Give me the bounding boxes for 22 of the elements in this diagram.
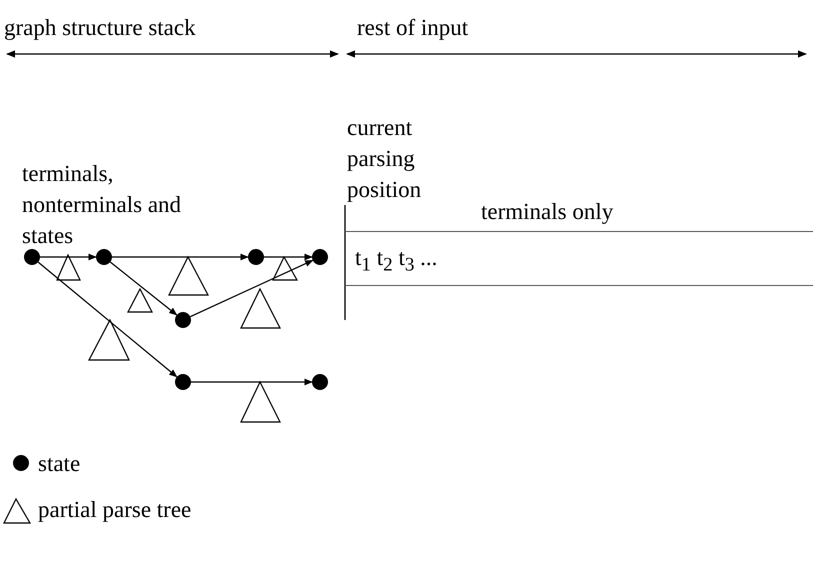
position-label: current parsing position [347,114,422,204]
state-dot [248,249,264,265]
state-dot [312,374,328,390]
section-label: graph structure stack [4,14,196,42]
arrow [264,254,313,260]
arrow [40,254,97,260]
arrow [110,262,178,316]
legend-text: partial parse tree [38,496,192,524]
arrow [38,262,178,378]
state-dot [312,249,328,265]
state-dot [96,249,112,265]
arrow [112,254,249,260]
stack-content-label: terminals, nonterminals and states [22,160,182,250]
section-label: rest of input [357,14,468,42]
terminal-sequence: t$_{1}$ t$_{2}$ t$_{3}$ ... [355,244,438,278]
arrow [190,260,314,318]
state-dot [24,249,40,265]
legend-text: state [38,450,80,478]
state-dot [175,312,191,328]
tape-caption: terminals only [481,198,614,226]
state-dot [175,374,191,390]
arrow [191,378,313,386]
